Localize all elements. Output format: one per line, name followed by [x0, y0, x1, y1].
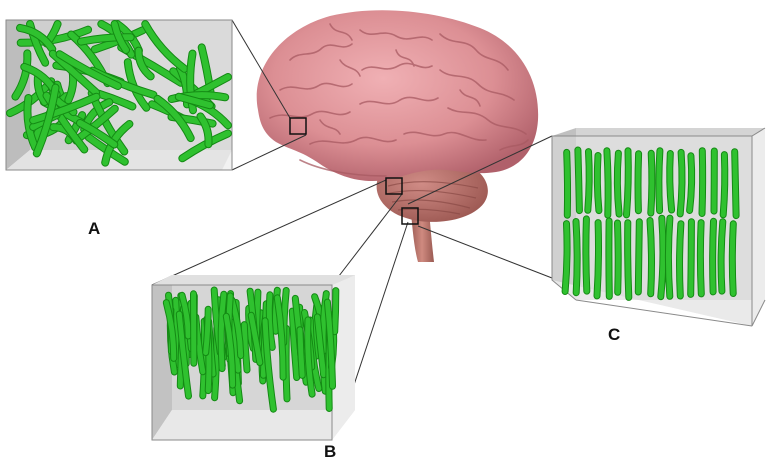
cerebellum-folds [385, 181, 479, 215]
fiber-c [732, 149, 739, 219]
fiber-c [720, 152, 728, 218]
fiber-a [95, 90, 136, 110]
fiber-b [305, 317, 315, 397]
fiber-b [248, 312, 263, 366]
panel-b [151, 275, 355, 441]
region-markers [289, 117, 419, 225]
fiber-a [154, 95, 194, 142]
fiber-a [30, 93, 100, 124]
fiber-a [111, 21, 129, 53]
fiber-c [635, 151, 642, 214]
fiber-b [179, 292, 191, 339]
fiber-b [241, 322, 250, 373]
fiber-b [289, 308, 300, 380]
gyri-lines [269, 23, 529, 177]
fiber-c [718, 219, 726, 294]
fiber-c [699, 148, 706, 216]
fiber-a [49, 50, 99, 96]
fiber-b [203, 306, 211, 356]
fiber-c [575, 147, 582, 214]
fiber-a [24, 95, 39, 151]
fiber-a [187, 50, 196, 114]
fiber-c [635, 219, 642, 295]
fiber-b [266, 292, 275, 350]
fiber-c [729, 221, 736, 296]
fiber-b [314, 314, 327, 378]
panel-a-fibers [6, 20, 232, 167]
fiber-b [297, 327, 305, 378]
fiber-c [564, 149, 571, 218]
fiber-a [175, 93, 213, 109]
fiber-c [594, 220, 602, 299]
fiber-a [33, 84, 59, 157]
fiber-c [573, 219, 580, 296]
fiber-a [34, 74, 48, 105]
panel-b-fibers [162, 286, 340, 413]
fiber-b [324, 299, 335, 389]
fiber-b [274, 295, 286, 380]
panel-a-label: A [88, 219, 100, 238]
fiber-c [656, 148, 663, 214]
fiber-b [163, 300, 177, 361]
fiber-a [17, 24, 56, 53]
panel-c [551, 127, 766, 327]
fiber-a [78, 34, 134, 45]
fiber-a [142, 21, 188, 72]
fiber-c [585, 149, 592, 213]
fiber-c [665, 215, 673, 299]
fiber-c [594, 153, 602, 214]
fiber-c [677, 149, 685, 217]
fiber-c [687, 153, 695, 213]
fiber-c [677, 221, 684, 299]
fiber-a [135, 47, 154, 80]
fiber-b [223, 313, 236, 388]
panel-a [5, 19, 233, 171]
fiber-a [56, 51, 121, 89]
fiber-c [658, 215, 666, 300]
fiber-c [647, 218, 654, 297]
fiber-c [667, 151, 675, 213]
fiber-c [583, 216, 590, 294]
fiber-a [17, 26, 92, 46]
fiber-c [615, 220, 621, 295]
fiber-c [604, 148, 611, 218]
fiber-b [332, 288, 339, 335]
panel-b-floor [152, 410, 355, 440]
fiber-b [218, 291, 227, 372]
fiber-c [625, 220, 632, 300]
region-marker-c [401, 207, 419, 225]
region-marker-b [385, 177, 403, 195]
cerebrum [256, 10, 539, 182]
fiber-c [697, 220, 704, 297]
fiber-b [229, 297, 244, 359]
fiber-c [614, 150, 622, 217]
fiber-c [688, 219, 694, 297]
brain-illustration [256, 10, 539, 262]
panel-c-label: C [608, 325, 620, 344]
fiber-c [648, 150, 655, 216]
fiber-b [176, 311, 191, 399]
fiber-a [74, 105, 118, 142]
region-marker-a [289, 117, 307, 135]
fiber-c [624, 148, 631, 218]
panel-c-fibers [561, 146, 740, 301]
fiber-a [77, 120, 118, 148]
fiber-c [562, 221, 570, 294]
fiber-c [710, 218, 716, 295]
panel-c-floor [552, 280, 765, 326]
panel-b-label: B [324, 442, 336, 461]
fiber-b [262, 318, 276, 412]
fiber-a [197, 113, 212, 148]
fiber-a [12, 50, 31, 100]
